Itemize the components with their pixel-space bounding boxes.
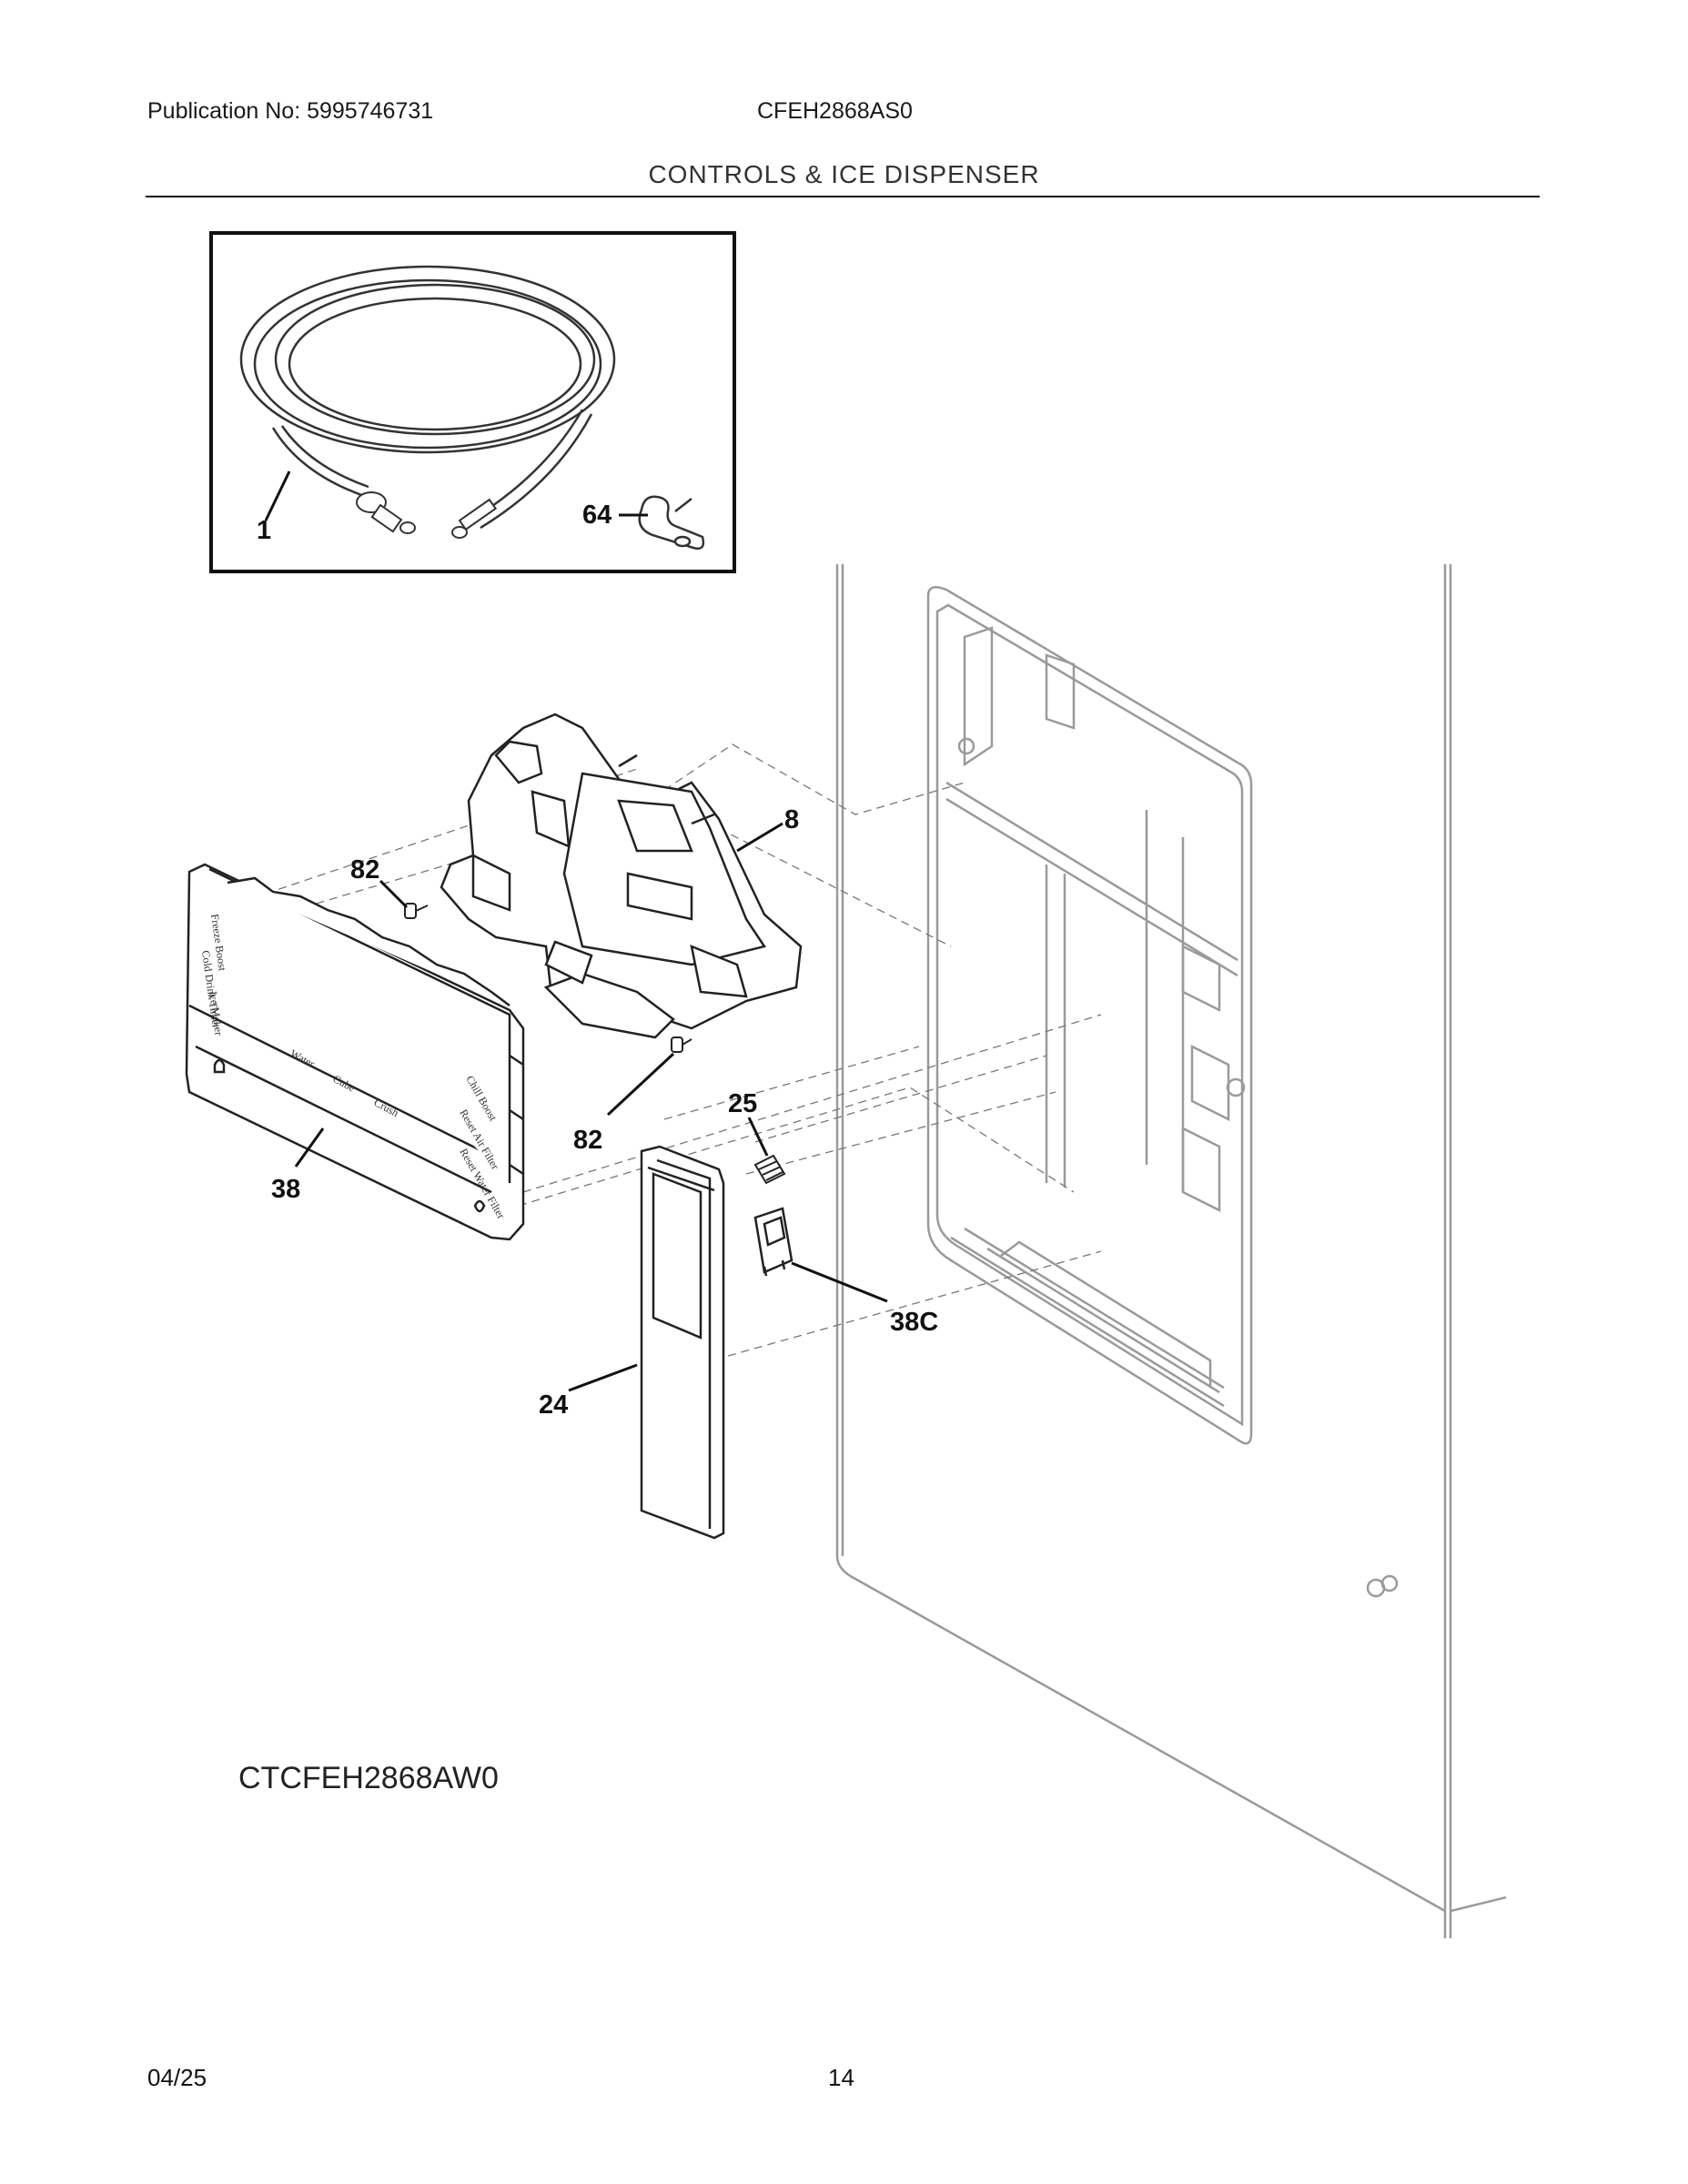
leader-24 (568, 1363, 638, 1392)
door-screw (1366, 1574, 1399, 1598)
screw-lower (671, 1036, 692, 1053)
dispenser-recess (926, 585, 1253, 1445)
publication-number: Publication No: 5995746731 (147, 98, 434, 124)
tube-clamp (638, 495, 705, 550)
label-ice-maker: Ice Maker (207, 990, 226, 1036)
spring (753, 1154, 786, 1185)
leader-38 (294, 1127, 325, 1168)
refrigerator-door-outline (835, 564, 1507, 1938)
inset-box: 1 64 (209, 231, 736, 573)
screw-upper (404, 903, 429, 919)
footer-date: 04/25 (147, 2064, 207, 2091)
leader-82-upper (379, 879, 409, 909)
callout-82-lower: 82 (573, 1126, 602, 1155)
callout-38C: 38C (890, 1308, 938, 1337)
header-rule (146, 196, 1540, 197)
variant-model-label: CTCFEH2868AW0 (238, 1761, 499, 1795)
callout-24: 24 (539, 1390, 568, 1420)
leader-8 (736, 822, 783, 853)
callout-38: 38 (271, 1175, 300, 1204)
tubing-fitting-left (356, 491, 416, 534)
control-panel (185, 863, 525, 1241)
leader-38C (791, 1261, 888, 1303)
tubing-end-right (451, 498, 498, 539)
alignment-lines (263, 743, 1102, 1357)
leader-82-lower (606, 1052, 675, 1117)
callout-25: 25 (728, 1089, 757, 1118)
callout-64: 64 (582, 500, 612, 530)
callout-82-upper: 82 (350, 855, 379, 885)
model-number: CFEH2868AS0 (757, 98, 913, 124)
callout-8: 8 (784, 805, 799, 834)
water-tubing-coil (239, 265, 616, 530)
callout-1: 1 (257, 516, 271, 545)
leader-1 (264, 470, 291, 521)
dispenser-cover (640, 1145, 725, 1540)
ice-dispenser-housing (440, 713, 803, 1039)
page-number: 14 (828, 2064, 854, 2091)
section-title: CONTROLS & ICE DISPENSER (648, 160, 1040, 188)
leader-25 (747, 1117, 769, 1157)
micro-switch (753, 1207, 793, 1277)
